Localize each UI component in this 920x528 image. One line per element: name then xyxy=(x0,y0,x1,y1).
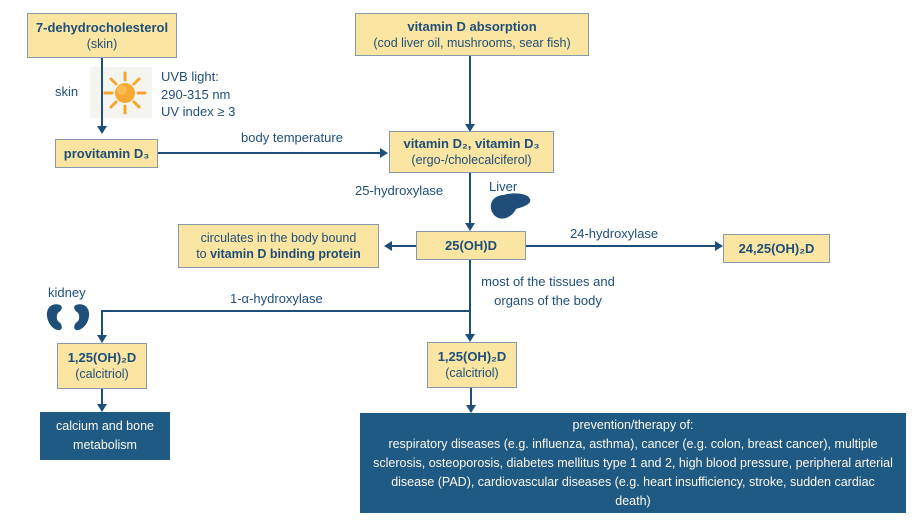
node-provitamin-d3: provitamin D₃ xyxy=(55,139,158,168)
sun-icon xyxy=(103,71,147,115)
arrowhead-down xyxy=(97,335,107,343)
node-title: 25(OH)D xyxy=(444,237,497,253)
arrow-calcitriol-to-prevention xyxy=(470,388,472,405)
arrowhead-down xyxy=(465,334,475,342)
arrow-vitd-to-25ohd xyxy=(469,173,471,223)
label-uvb-line3: UV index ≥ 3 xyxy=(161,104,236,119)
arrowhead-down xyxy=(465,223,475,231)
node-title: 7-dehydrocholesterol xyxy=(35,19,169,35)
label-uvb-line2: 290-315 nm xyxy=(161,86,231,102)
label-tissues-organs: most of the tissues and organs of the bo… xyxy=(481,274,615,308)
arrowhead-down xyxy=(97,126,107,134)
liver-icon xyxy=(487,191,533,227)
node-line1: circulates in the body bound xyxy=(200,231,357,245)
arrowhead-right xyxy=(715,241,723,251)
node-title: 1,25(OH)₂D xyxy=(437,349,507,364)
label-1a-hydroxylase: 1-α-hydroxylase xyxy=(230,291,323,306)
node-circulates-bound: circulates in the body bound to vitamin … xyxy=(178,224,379,268)
label-24-hydroxylase: 24-hydroxylase xyxy=(570,226,659,241)
node-prevention-therapy: prevention/therapy of: respiratory disea… xyxy=(360,413,906,513)
node-subtitle: (ergo-/cholecalciferol) xyxy=(411,153,532,167)
node-subtitle: (skin) xyxy=(86,36,118,51)
arrow-dhc-to-provitamin xyxy=(101,58,103,126)
label-skin: skin xyxy=(55,84,79,99)
arrow-absorption-to-vitd xyxy=(469,56,471,124)
node-subtitle: (calcitriol) xyxy=(75,367,129,381)
node-calcium-bone-metabolism: calcium and bone metabolism xyxy=(40,412,170,460)
label-uvb-line1: UVB light: xyxy=(161,69,219,84)
line2-bold: vitamin D binding protein xyxy=(210,247,361,261)
node-title: vitamin D₂, vitamin D₃ xyxy=(403,136,540,151)
arrowhead-down xyxy=(97,404,107,412)
label-kidney: kidney xyxy=(48,285,86,300)
arrow-25ohd-to-calcitriol-center xyxy=(469,260,471,334)
node-title: 1,25(OH)₂D xyxy=(67,350,137,365)
label-25-hydroxylase: 25-hydroxylase xyxy=(355,183,444,198)
node-2425oh2d: 24,25(OH)₂D xyxy=(723,234,830,263)
branch-1a-hydroxylase xyxy=(101,310,471,312)
arrow-provitamin-to-vitd xyxy=(158,152,380,154)
node-subtitle: (calcitriol) xyxy=(445,366,499,380)
prevention-heading: prevention/therapy of: xyxy=(572,417,694,432)
node-title: 24,25(OH)₂D xyxy=(738,240,815,256)
node-7-dehydrocholesterol: 7-dehydrocholesterol (skin) xyxy=(27,13,177,58)
kidneys-icon xyxy=(45,303,91,333)
arrow-25ohd-to-circulates xyxy=(392,245,416,247)
node-calcitriol-center: 1,25(OH)₂D (calcitriol) xyxy=(427,342,517,388)
line2-prefix: to xyxy=(196,247,211,261)
node-title: vitamin D absorption xyxy=(407,18,537,34)
label-liver: Liver xyxy=(489,179,518,194)
node-vitamin-d-absorption: vitamin D absorption (cod liver oil, mus… xyxy=(355,13,589,56)
node-vitamin-d2-d3: vitamin D₂, vitamin D₃ (ergo-/cholecalci… xyxy=(389,131,554,173)
arrowhead-right xyxy=(380,148,388,158)
arrow-to-calcitriol-left xyxy=(101,310,103,335)
node-25ohd: 25(OH)D xyxy=(416,231,526,260)
node-line2: to vitamin D binding protein xyxy=(196,246,361,262)
node-text: calcium and bone metabolism xyxy=(56,419,154,452)
label-uvb: UVB light: 290-315 nm UV index ≥ 3 xyxy=(161,68,235,121)
arrow-calcitriol-to-calcium xyxy=(101,389,103,404)
node-calcitriol-left: 1,25(OH)₂D (calcitriol) xyxy=(57,343,147,389)
label-body-temperature: body temperature xyxy=(241,130,343,145)
node-subtitle: (cod liver oil, mushrooms, sear fish) xyxy=(373,35,571,50)
prevention-body: respiratory diseases (e.g. influenza, as… xyxy=(373,436,893,508)
arrow-25ohd-to-2425ohd xyxy=(526,245,715,247)
arrowhead-left xyxy=(384,241,392,251)
node-title: provitamin D₃ xyxy=(63,145,150,161)
arrowhead-down xyxy=(466,405,476,413)
arrowhead-down xyxy=(465,124,475,132)
